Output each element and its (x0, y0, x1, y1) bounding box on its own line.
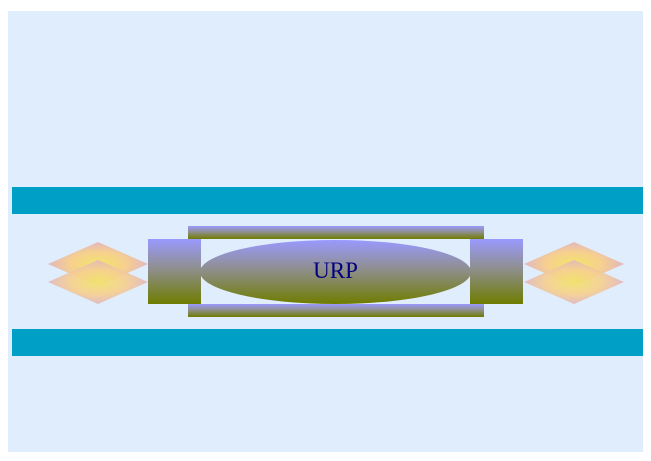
left-diamond-lower (48, 260, 148, 304)
urp-ellipse: URP (200, 240, 471, 304)
urp-label: URP (313, 257, 358, 283)
right-diamond-cluster (524, 242, 624, 304)
bottom-rail (188, 304, 484, 317)
top-band (12, 187, 643, 214)
left-block (148, 239, 201, 304)
top-rail (188, 226, 484, 239)
right-diamond-lower (524, 260, 624, 304)
bottom-band (12, 329, 643, 356)
left-diamond-cluster (48, 242, 148, 304)
right-block (470, 239, 523, 304)
